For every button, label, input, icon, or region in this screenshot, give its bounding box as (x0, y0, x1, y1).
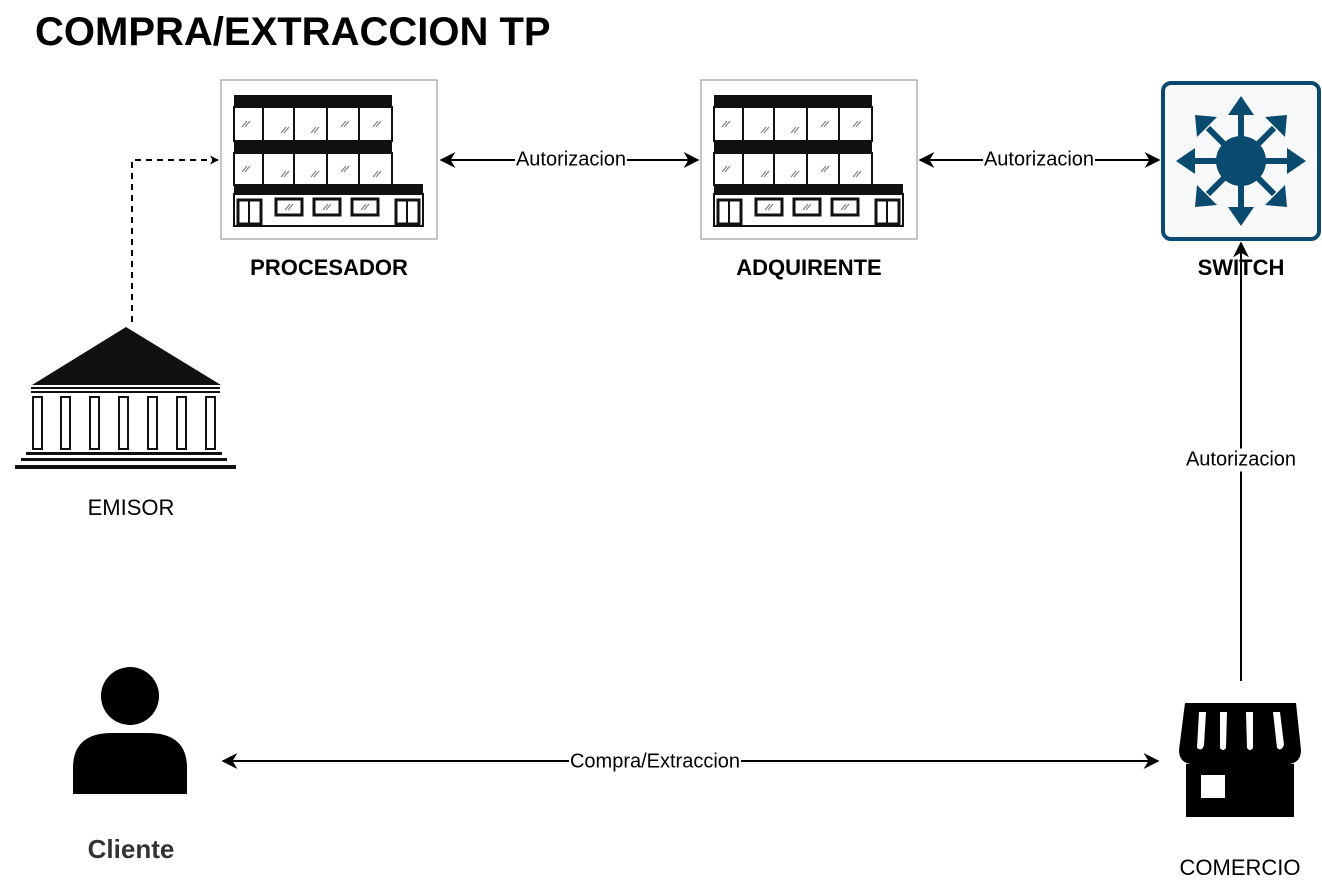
edge-label-cliente-comercio: Compra/Extraccion (568, 750, 742, 774)
node-label-adquirente: ADQUIRENTE (736, 255, 882, 280)
edge-emisor-procesador (131, 155, 219, 322)
edge-label-comercio-switch: Autorizacion (1184, 448, 1298, 472)
node-label-emisor: EMISOR (87, 495, 175, 520)
edge-label-procesador-adquirente: Autorizacion (514, 148, 628, 172)
edge-label-adquirente-switch: Autorizacion (982, 148, 1096, 172)
person-icon[interactable] (73, 667, 187, 794)
node-label-procesador: PROCESADOR (250, 255, 408, 280)
diagram-title: COMPRA/EXTRACCION TP (35, 10, 551, 54)
bank-icon[interactable] (15, 327, 236, 469)
procesador-building-icon[interactable] (219, 78, 439, 241)
node-label-switch: SWITCH (1197, 255, 1285, 280)
node-label-cliente: Cliente (87, 834, 175, 864)
node-label-comercio: COMERCIO (1179, 855, 1301, 880)
adquirente-building-icon[interactable] (699, 78, 919, 241)
store-icon[interactable] (1179, 703, 1301, 817)
network-switch-icon[interactable] (1161, 81, 1321, 241)
